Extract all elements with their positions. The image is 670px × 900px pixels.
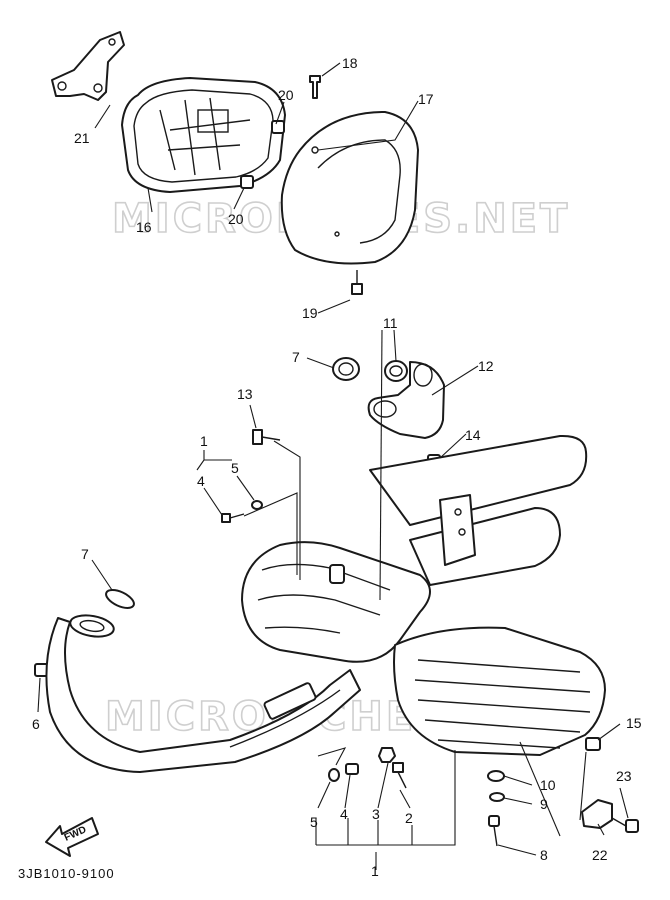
callout-2: 2 [405, 810, 413, 826]
nut-part-3 [378, 747, 396, 763]
callout-18: 18 [342, 55, 358, 71]
washer-part-5-lower [328, 768, 340, 782]
catalog-code: 3JB1010-9100 [18, 866, 115, 881]
grommet-part-20-upper [271, 120, 285, 134]
bolt-part-4-upper [221, 513, 245, 523]
gasket-part-11 [384, 360, 408, 382]
callout-14: 14 [465, 427, 481, 443]
joint-pipe-part-12 [367, 361, 445, 439]
callout-7-mid: 7 [292, 349, 300, 365]
side-cover-part-16 [121, 77, 286, 193]
callout-5-bottom: 5 [310, 814, 318, 830]
bracket-part-21 [51, 31, 125, 101]
callout-23: 23 [616, 768, 632, 784]
callout-7-left: 7 [81, 546, 89, 562]
muffler-assembly [241, 434, 606, 756]
washer-part-5-upper [251, 500, 263, 510]
callout-11: 11 [383, 315, 398, 331]
leader-lines [37, 62, 629, 870]
grommet-part-10 [487, 770, 505, 782]
bracket-part-22 [581, 799, 613, 829]
grommet-part-20-lower [240, 175, 254, 189]
callout-4-top: 4 [197, 473, 205, 489]
callout-17: 17 [418, 91, 434, 107]
exhaust-pipe [45, 614, 361, 773]
callout-6: 6 [32, 716, 40, 732]
callout-12: 12 [478, 358, 494, 374]
nut-part-4-lower [345, 763, 359, 775]
callout-13: 13 [237, 386, 253, 402]
gasket-part-7-mid [332, 357, 360, 381]
bolt-part-2 [392, 762, 407, 789]
washer-part-9 [489, 792, 505, 802]
callout-5-top: 5 [231, 460, 239, 476]
bolt-part-13 [252, 429, 281, 445]
screw-part-18 [309, 75, 321, 99]
callout-15: 15 [626, 715, 642, 731]
callout-22: 22 [592, 847, 608, 863]
fwd-arrow: FWD [45, 817, 99, 857]
bolt-part-8 [488, 815, 500, 847]
callout-numbers: 18 17 20 20 21 16 19 11 7 12 13 14 1 5 4… [32, 55, 642, 879]
callout-21: 21 [74, 130, 90, 146]
callout-10: 10 [540, 777, 556, 793]
callout-3: 3 [372, 806, 380, 822]
nut-part-15 [585, 737, 601, 751]
bolt-part-19 [351, 270, 363, 295]
callout-16: 16 [136, 219, 152, 235]
callout-1-bottom: 1 [371, 863, 379, 879]
cover-part-17 [280, 111, 419, 265]
gasket-part-7-left [105, 589, 135, 609]
callout-1-top: 1 [200, 433, 208, 449]
callout-20-top: 20 [278, 87, 294, 103]
callout-9: 9 [540, 796, 548, 812]
callout-8: 8 [540, 847, 548, 863]
callout-4-bottom: 4 [340, 806, 348, 822]
bolt-part-23 [611, 817, 639, 833]
callout-19: 19 [302, 305, 318, 321]
callout-20-bottom: 20 [228, 211, 244, 227]
